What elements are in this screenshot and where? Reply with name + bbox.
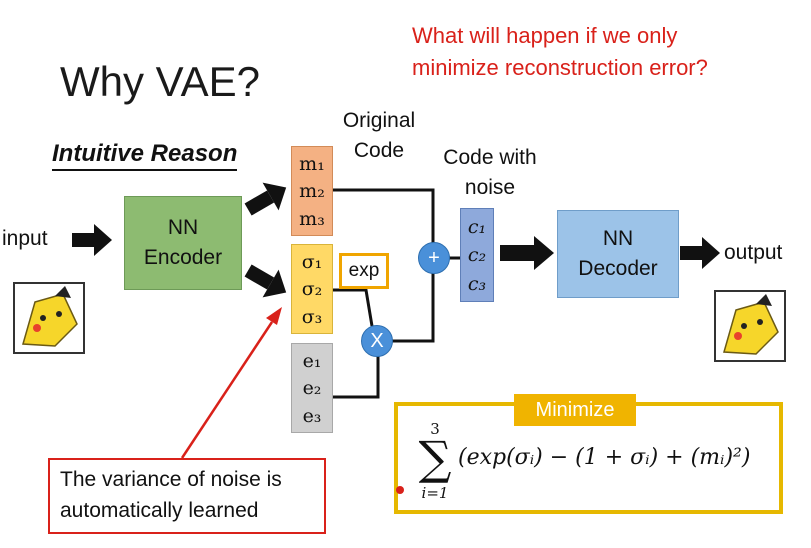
noise-vector: e₁ e₂ e₃ — [291, 343, 333, 433]
noise-code-line-1: Code with — [443, 146, 537, 169]
pikachu-output-icon — [723, 294, 779, 355]
input-arrow — [72, 224, 112, 256]
sum-lower-limit: i=1 — [421, 484, 449, 502]
noise-connector — [331, 356, 380, 399]
original-code-line-1: Original — [342, 109, 416, 132]
nn-decoder-box: NN Decoder — [557, 210, 679, 298]
sigma-item: σ₁ — [301, 250, 323, 273]
times-to-plus-line — [392, 273, 435, 343]
exp-box: exp — [339, 253, 389, 289]
noisy-code-vector: c₁ c₂ c₃ — [460, 208, 494, 302]
mean-item: m₃ — [299, 207, 325, 230]
output-arrow — [680, 237, 720, 269]
note-line-2: automatically learned — [60, 499, 259, 522]
encoder-line-1: NN — [167, 216, 199, 239]
question-text: What will happen if we only minimize rec… — [412, 20, 708, 84]
question-line-1: What will happen if we only — [412, 23, 678, 48]
code-item: c₃ — [467, 272, 487, 295]
times-operator: X — [361, 325, 393, 357]
encoder-to-sigma-arrow — [244, 264, 287, 298]
pikachu-input-icon — [22, 286, 78, 347]
nn-encoder-box: NN Encoder — [124, 196, 242, 290]
code-item: c₂ — [467, 244, 487, 266]
noise-code-line-2: noise — [464, 176, 516, 199]
decoder-line-1: NN — [602, 227, 634, 250]
subtitle-intuitive-reason: Intuitive Reason — [52, 140, 238, 171]
noise-item: e₂ — [302, 377, 322, 399]
original-code-line-2: Code — [353, 139, 405, 162]
original-code-label: Original Code — [324, 106, 434, 166]
sigma-item: σ₃ — [301, 305, 323, 328]
sum-upper-limit: 3 — [430, 420, 440, 438]
code-item: c₁ — [467, 215, 487, 238]
encoder-line-2: Encoder — [143, 246, 223, 269]
input-image — [13, 282, 85, 354]
encoder-to-mean-arrow — [244, 182, 287, 216]
variance-note: The variance of noise is automatically l… — [48, 458, 326, 534]
note-line-1: The variance of noise is — [60, 468, 282, 491]
noise-item: e₃ — [302, 404, 322, 427]
plus-operator: + — [418, 242, 450, 274]
code-to-decoder-arrow — [500, 236, 554, 270]
noise-item: e₁ — [302, 349, 322, 372]
cursor-dot — [396, 486, 404, 494]
sum-symbol: ∑ — [418, 431, 452, 485]
sigma-connector — [331, 288, 374, 327]
sigma-vector: σ₁ σ₂ σ₃ — [291, 244, 333, 334]
mean-vector: m₁ m₂ m₃ — [291, 146, 333, 236]
mean-connector — [331, 188, 435, 243]
sigma-item: σ₂ — [301, 278, 323, 300]
formula-body: (exp(σᵢ) − (1 + σᵢ) + (mᵢ)²) — [458, 445, 751, 470]
mean-item: m₁ — [299, 152, 325, 175]
annotation-arrow — [180, 307, 282, 459]
output-image — [714, 290, 786, 362]
question-line-2: minimize reconstruction error? — [412, 55, 708, 80]
code-with-noise-label: Code with noise — [425, 143, 555, 203]
input-label: input — [2, 227, 48, 250]
slide-title: Why VAE? — [60, 58, 260, 105]
decoder-line-2: Decoder — [578, 257, 658, 280]
minimize-tag: Minimize — [514, 394, 636, 426]
output-label: output — [724, 241, 783, 264]
mean-item: m₂ — [299, 180, 325, 202]
